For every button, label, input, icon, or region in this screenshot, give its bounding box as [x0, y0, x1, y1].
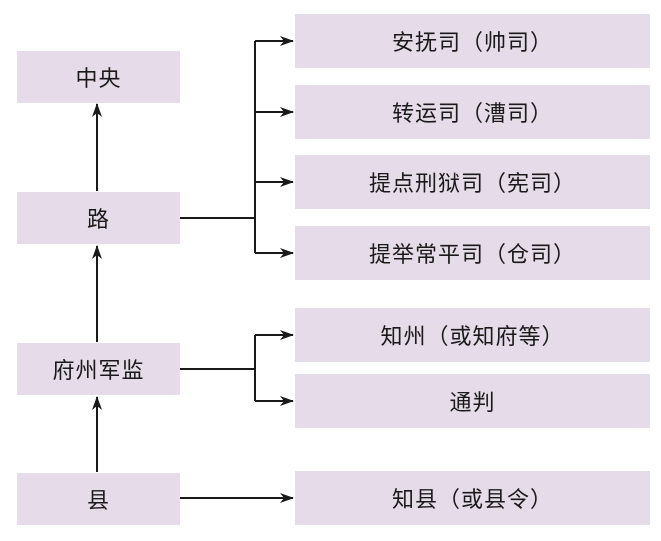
- office-tijuchangpingsi: 提举常平司（仓司）: [295, 226, 650, 280]
- office-anfusi: 安抚司（帅司）: [295, 14, 650, 68]
- county-box: 县: [17, 473, 180, 525]
- office-zhuanyunsi: 转运司（漕司）: [295, 85, 650, 139]
- office-zhixian: 知县（或县令）: [295, 471, 650, 525]
- office-zhizhou: 知州（或知府等）: [295, 308, 650, 362]
- prefecture-box: 府州军监: [17, 343, 180, 395]
- central-box: 中央: [17, 51, 180, 103]
- circuit-box: 路: [17, 192, 180, 244]
- office-tidianxingyusi: 提点刑狱司（宪司）: [295, 155, 650, 209]
- office-tongpan: 通判: [295, 374, 650, 428]
